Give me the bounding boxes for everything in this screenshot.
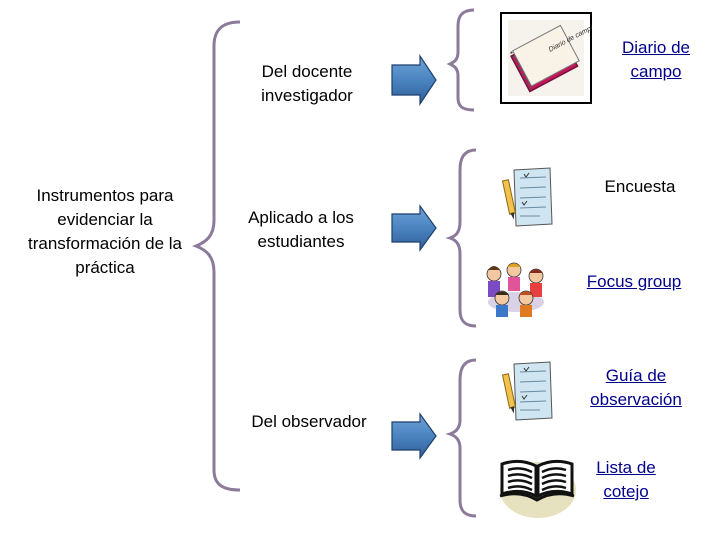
instrument-diario-label[interactable]: Diario de campo (621, 38, 691, 81)
brace-observador (445, 358, 477, 518)
brace-diario (446, 8, 475, 112)
instrument-encuesta-label: Encuesta (604, 177, 676, 196)
brace-estudiantes (445, 148, 477, 328)
instrument-guia-label[interactable]: Guía de observación (590, 366, 682, 409)
source-estudiantes-label: Aplicado a los estudiantes (248, 208, 354, 251)
arrow-estudiantes (391, 204, 437, 252)
source-observador-label: Del observador (251, 412, 367, 431)
root-label: Instrumentos para evidenciar la transfor… (27, 186, 183, 277)
main-brace (191, 20, 241, 492)
group-people-icon (480, 258, 552, 320)
survey-sheet-icon-2 (500, 360, 556, 422)
arrow-docente (391, 54, 437, 106)
diary-icon: Diario de campo (500, 12, 596, 104)
instrument-focus-group-label[interactable]: Focus group (586, 272, 682, 291)
arrow-observador (391, 412, 437, 460)
survey-sheet-icon (500, 166, 556, 228)
source-docente-label: Del docente investigador (261, 62, 353, 105)
open-book-icon (496, 444, 578, 520)
instrument-lista-label[interactable]: Lista de cotejo (596, 458, 656, 501)
